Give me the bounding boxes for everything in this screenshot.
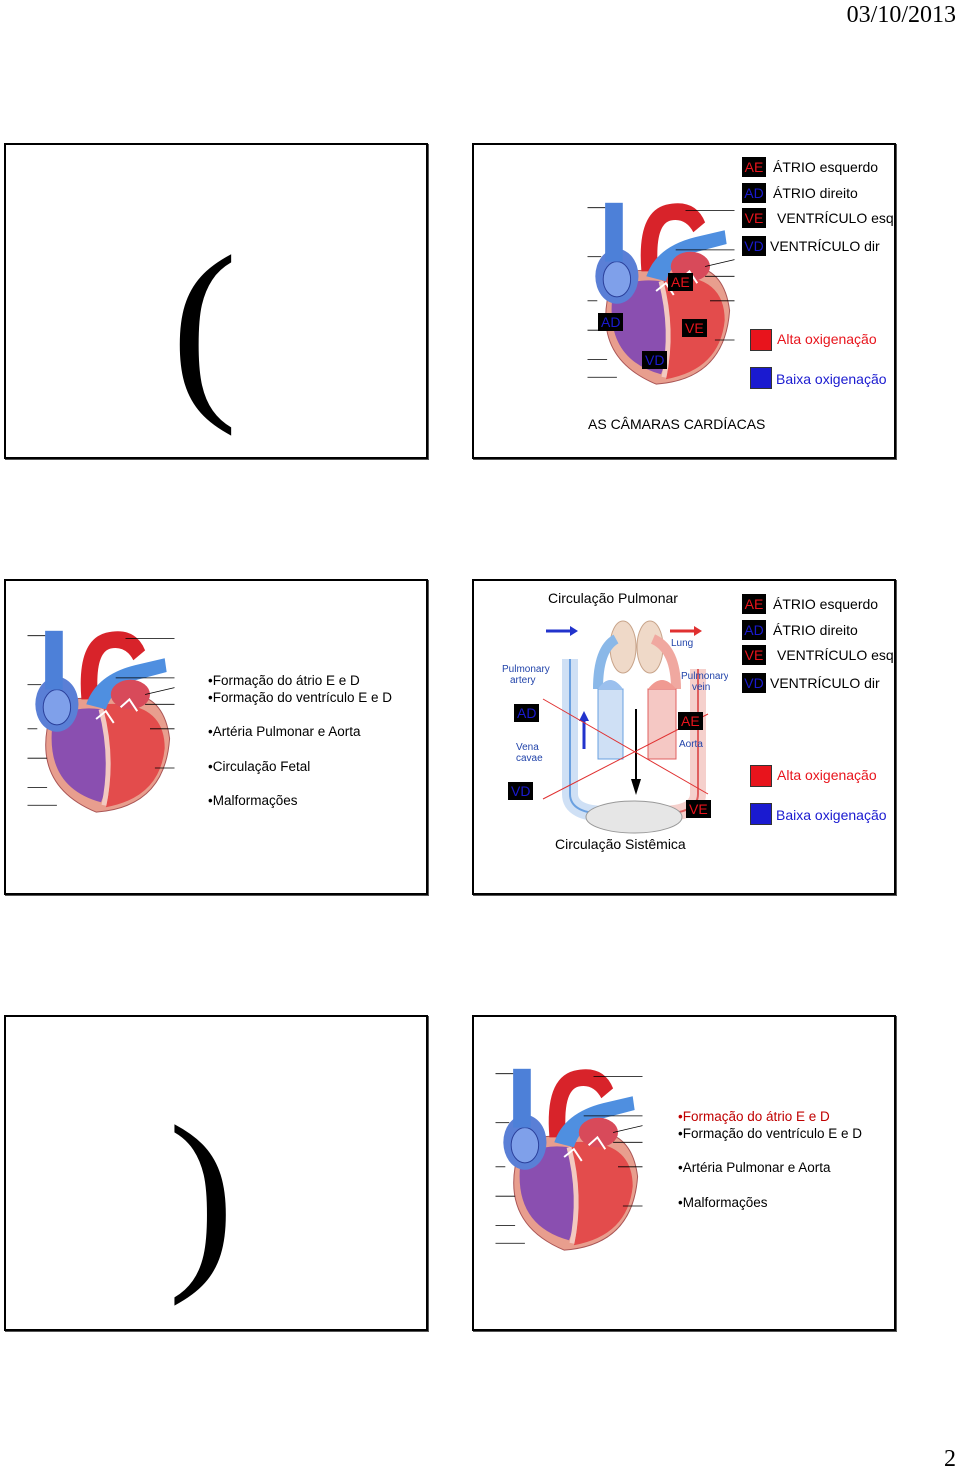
legend-code-ve: VE [742, 645, 766, 665]
label-vena-cavae-1: Vena [516, 742, 539, 753]
heart-label-ae: AE [668, 273, 693, 291]
high-oxygen-swatch [750, 329, 772, 351]
open-parenthesis: ( [171, 216, 238, 437]
heart-label-ve: VE [682, 319, 707, 337]
slide-4: Circulação Pulmonar [472, 579, 896, 895]
diagram-label-ve: VE [686, 800, 711, 818]
bullet-malformations: •Malformações [208, 793, 298, 808]
bullet-ventricle: •Formação do ventrículo E e D [208, 690, 393, 705]
legend-text-ve: VENTRÍCULO esq [777, 210, 894, 226]
legend-text-vd: VENTRÍCULO dir [770, 238, 880, 254]
page-number: 2 [944, 1446, 956, 1472]
legend-code-ad: AD [742, 183, 766, 203]
bullet-atrium-highlight: •Formação do átrio E e D [678, 1109, 830, 1124]
legend-text-ad: ÁTRIO direito [773, 622, 858, 638]
legend-text-ve: VENTRÍCULO esq [777, 647, 894, 663]
heart-label-ad: AD [598, 313, 624, 331]
heart-diagram [494, 1059, 644, 1255]
diagram-label-ad: AD [514, 704, 540, 722]
label-lung: Lung [671, 638, 693, 649]
legend-text-ae: ÁTRIO esquerdo [773, 159, 879, 175]
slide-2: AE AD VE VD AE ÁTRIO esquerdo AD ÁTRIO d… [472, 143, 896, 459]
high-oxygen-swatch [750, 765, 772, 787]
low-oxygen-label: Baixa oxigenação [776, 807, 887, 823]
legend-code-ae: AE [742, 157, 766, 177]
circulation-diagram: Lung Pulmonary artery Pulmonary vein Ven… [498, 609, 728, 837]
low-oxygen-swatch [750, 803, 772, 825]
label-vena-cavae-2: cavae [516, 753, 543, 764]
bullet-arteries: •Artéria Pulmonar e Aorta [208, 724, 361, 739]
legend-code-ae: AE [742, 594, 766, 614]
slide-caption: AS CÂMARAS CARDÍACAS [588, 416, 766, 432]
heart-label-vd: VD [642, 351, 668, 369]
slide-6: •Formação do átrio E e D •Formação do ve… [472, 1015, 896, 1331]
bullet-arteries: •Artéria Pulmonar e Aorta [678, 1160, 831, 1175]
legend-text-vd: VENTRÍCULO dir [770, 675, 880, 691]
systemic-circulation-title: Circulação Sistêmica [555, 836, 686, 852]
legend-text-ae: ÁTRIO esquerdo [773, 596, 879, 612]
pulmonary-circulation-title: Circulação Pulmonar [548, 590, 678, 606]
legend-code-vd: VD [742, 673, 766, 693]
low-oxygen-label: Baixa oxigenação [776, 371, 887, 387]
legend-code-ad: AD [742, 620, 766, 640]
slide-5: ) [4, 1015, 428, 1331]
slide-3: •Formação do átrio E e D •Formação do ve… [4, 579, 428, 895]
high-oxygen-label: Alta oxigenação [777, 767, 877, 783]
label-pulmonary-vein-2: vein [692, 682, 710, 693]
low-oxygen-swatch [750, 367, 772, 389]
bullet-fetal-circulation: •Circulação Fetal [208, 759, 311, 774]
legend-code-ve: VE [742, 208, 766, 228]
high-oxygen-label: Alta oxigenação [777, 331, 877, 347]
page-date: 03/10/2013 [846, 2, 956, 28]
diagram-label-vd: VD [508, 782, 534, 800]
label-aorta: Aorta [679, 739, 703, 750]
label-pulmonary-artery-2: artery [510, 675, 536, 686]
slide-1: ( [4, 143, 428, 459]
label-pulmonary-artery-1: Pulmonary [502, 664, 550, 675]
bullet-malformations: •Malformações [678, 1195, 768, 1210]
legend-text-ad: ÁTRIO direito [773, 185, 858, 201]
label-pulmonary-vein-1: Pulmonary [681, 671, 728, 682]
bullet-atrium: •Formação do átrio E e D [208, 673, 360, 688]
legend-code-vd: VD [742, 236, 766, 256]
close-parenthesis: ) [168, 1086, 235, 1307]
diagram-label-ae: AE [678, 712, 703, 730]
heart-diagram [26, 621, 176, 817]
bullet-ventricle: •Formação do ventrículo E e D [678, 1126, 863, 1141]
